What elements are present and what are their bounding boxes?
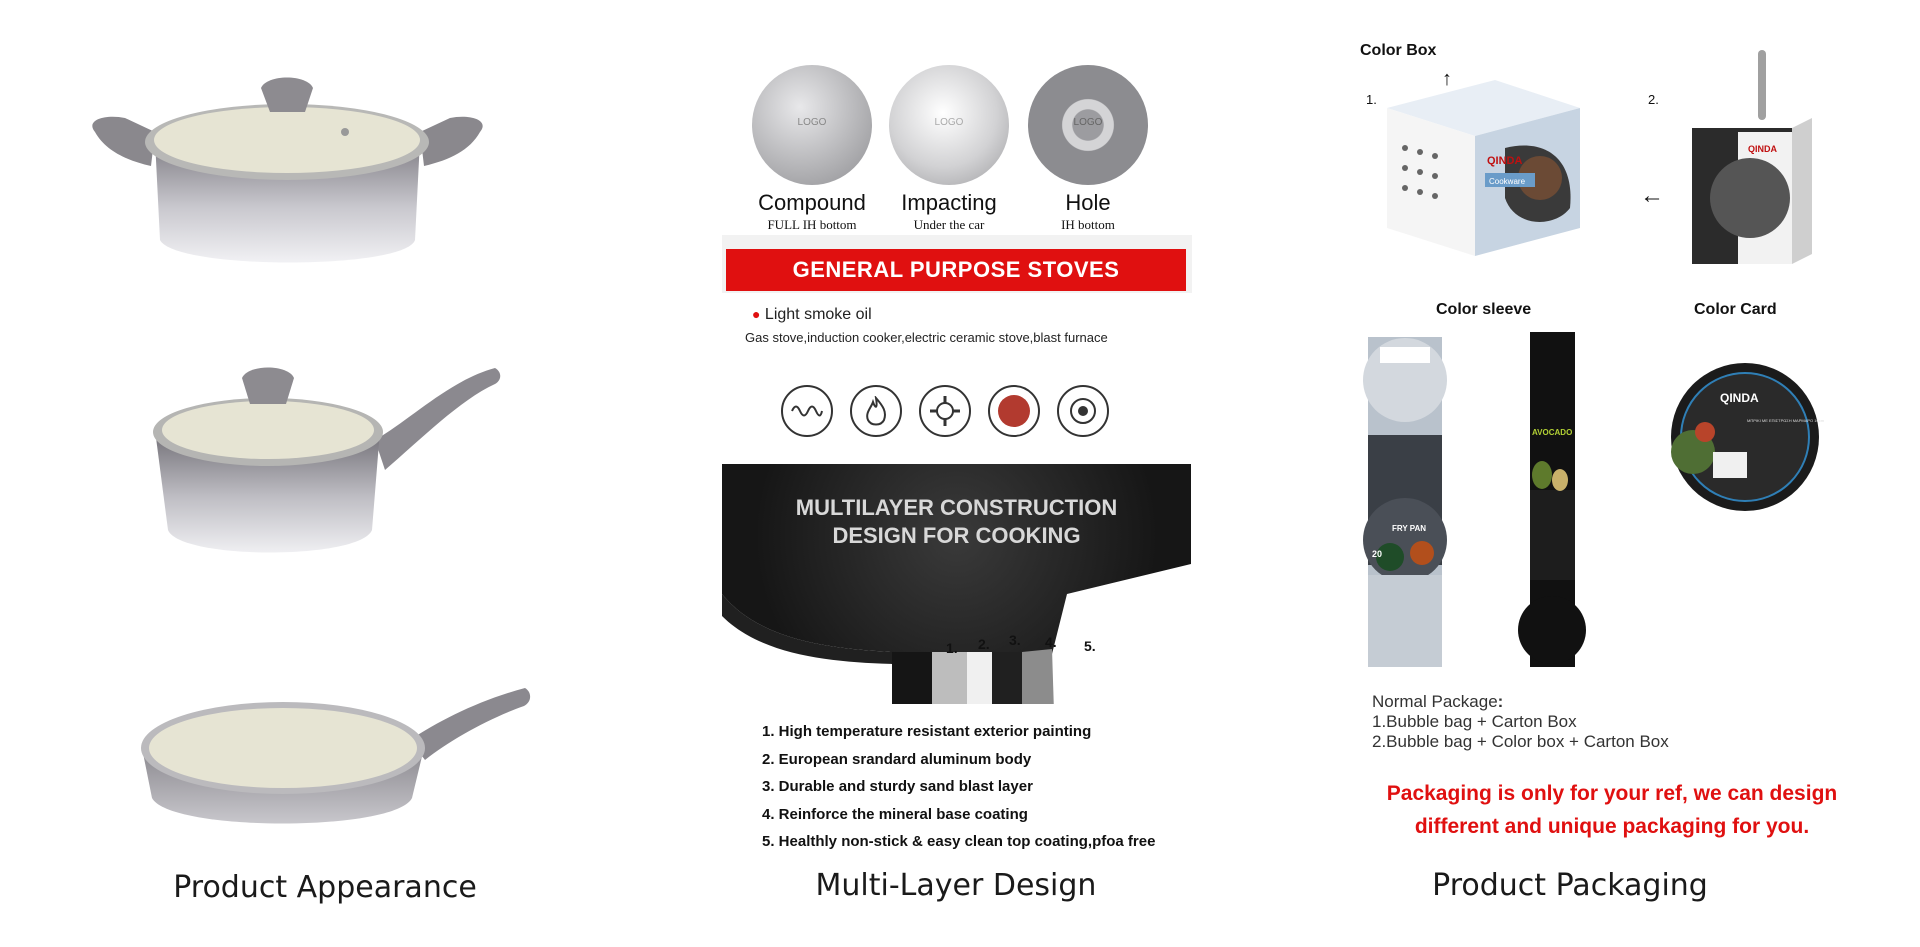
hole-disc-image: LOGO [1028,65,1148,185]
feature-item-4: 4. Reinforce the mineral base coating [762,805,1028,823]
feature-item-2: 2. European srandard aluminum body [762,750,1032,768]
disc-title-hole: Hole [1065,190,1111,215]
construction-heading-line1: MULTILAYER CONSTRUCTION [795,495,1118,520]
layer-number-3: 3. [1009,632,1021,648]
flame-icon [850,385,902,437]
compound-disc-image: LOGO [752,65,872,185]
casserole-pot-image [92,77,483,263]
layer-number-1: 1. [946,640,958,656]
color-box-label: Color Box [1360,42,1437,59]
arrow-left-icon: ← [1640,182,1664,209]
feature-item-5: 5. Healthly non-stick & easy clean top c… [762,833,1156,850]
disc-logo-text: LOGO [934,117,964,128]
disc-logo-text: LOGO [797,117,827,128]
bullet-dot-icon: ● [752,306,761,322]
induction-icon [1057,385,1109,437]
card-brand-text: QINDA [1720,391,1759,405]
box-brand-text: QINDA [1487,155,1523,167]
packaging-note-line1: Packaging is only for your ref, we can d… [1386,782,1838,805]
feature-item-3: 3. Durable and sturdy sand blast layer [762,778,1033,795]
disc-sub-compound: FULL IH bottom [767,217,857,232]
sleeve-fry-pan-text: FRY PAN [1392,524,1426,533]
layer-number-4: 4. [1045,634,1057,650]
color-sleeve-black-image: AVOCADO [1518,332,1586,667]
disc-sub-hole: IH bottom [1061,217,1115,232]
multilayer-construction-image: MULTILAYER CONSTRUCTION DESIGN FOR COOKI… [722,464,1191,704]
caption-product-appearance: Product Appearance [173,870,477,905]
disc-title-impacting: Impacting [901,190,997,215]
color-box-number: 1. [1366,92,1377,107]
color-card-image: QINDA ΜΠΡΙΚΙ ΜΕ ΕΠΙΣΤΡΩΣΗ ΜΑΡΜΑΡΟ 10cm [1671,363,1825,511]
packaging-note: Packaging is only for your ref, we can d… [1332,777,1892,843]
caption-product-packaging: Product Packaging [1432,868,1708,903]
ceramic-plate-icon [988,385,1040,437]
stove-icon-row [781,385,1109,437]
stove-types-text: Gas stove,induction cooker,electric cera… [745,330,1108,345]
layer-number-2: 2. [978,636,990,652]
frying-pan-image [141,688,531,824]
color-box-image: QINDA Cookware [1387,80,1580,256]
sleeve-size-text: 20 [1372,549,1382,559]
coil-icon [781,385,833,437]
color-sleeve-label: Color sleeve [1436,301,1532,318]
disc-logo-text: LOGO [1073,117,1103,128]
normal-package-title: Normal Package: [1372,692,1503,712]
caption-multi-layer: Multi-Layer Design [815,868,1097,903]
box-small-text: Cookware [1489,177,1526,186]
construction-heading-line2: DESIGN FOR COOKING [832,523,1081,548]
sleeve-avocado-text: AVOCADO [1532,428,1572,437]
arrow-up-icon: ↑ [1442,68,1452,90]
normal-package-line-1: 1.Bubble bag + Carton Box [1372,712,1577,731]
disc-title-compound: Compound [758,190,866,215]
color-card-label: Color Card [1694,301,1777,318]
feature-list: 1. High temperature resistant exterior p… [762,718,1155,856]
box-two-number: 2. [1648,92,1659,107]
feature-item-1: 1. High temperature resistant exterior p… [762,723,1092,740]
stoves-banner: GENERAL PURPOSE STOVES [726,249,1186,291]
frypan-box-image: QINDA [1692,50,1812,264]
stove-bullet-row: ● Light smoke oil [752,306,872,324]
normal-package-title-text: Normal Package [1372,692,1498,711]
gas-burner-icon [919,385,971,437]
normal-package-line-2: 2.Bubble bag + Color box + Carton Box [1372,732,1669,751]
light-smoke-oil-text: Light smoke oil [764,306,872,323]
layer-number-5: 5. [1084,638,1096,654]
packaging-note-line2: different and unique packaging for you. [1414,815,1810,838]
frypan-box-brand: QINDA [1748,144,1778,154]
saucepan-image [153,367,501,553]
disc-sub-impacting: Under the car [913,217,985,232]
impacting-disc-image: LOGO [889,65,1009,185]
normal-package-colon: : [1497,692,1504,711]
card-greek-text: ΜΠΡΙΚΙ ΜΕ ΕΠΙΣΤΡΩΣΗ ΜΑΡΜΑΡΟ 10cm [1747,418,1825,423]
color-sleeve-grey-image: FRY PAN 20 [1363,337,1447,667]
